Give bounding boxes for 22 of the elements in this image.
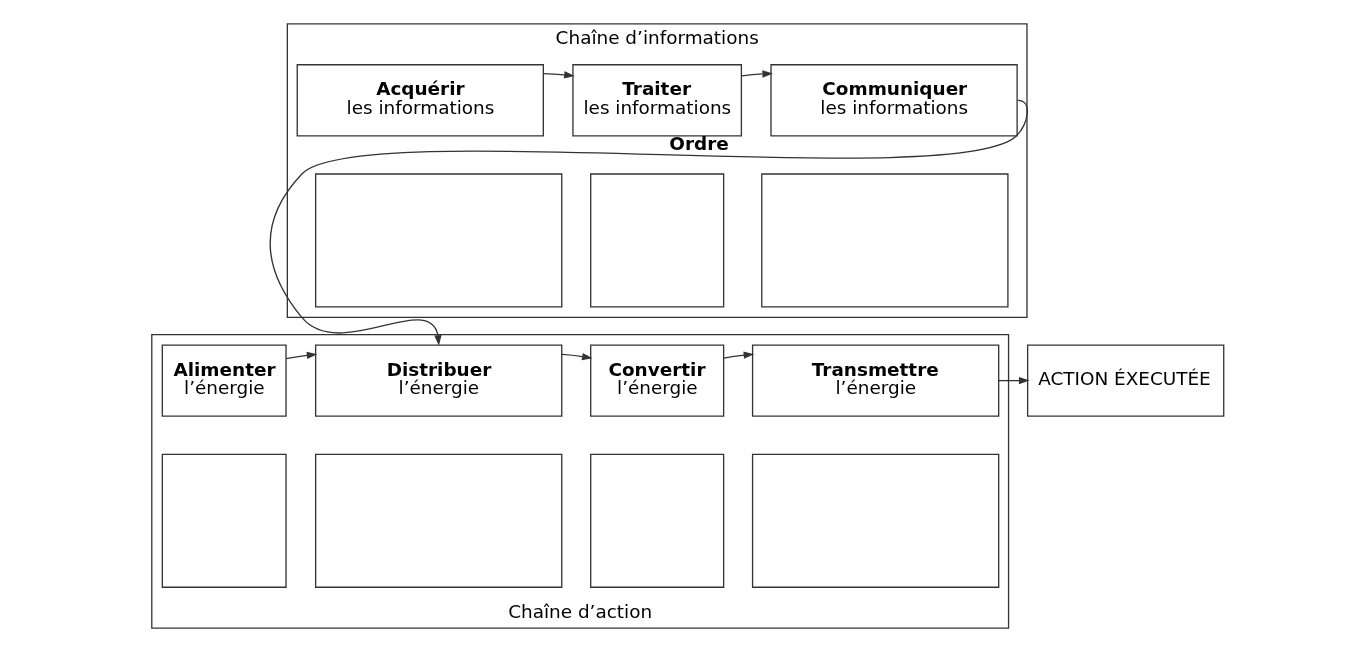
node-box: Traiter les informations [571,64,742,137]
node-box [314,173,562,308]
node-box: ACTION ÉXECUTÉE [1026,344,1224,417]
arrow [285,351,317,360]
node-box [589,453,724,588]
arrow [542,71,575,79]
node-box: Acquérir les informations [296,64,544,137]
node-box: Transmettre l’énergie [751,344,999,417]
arrow [740,70,773,78]
node-box: Distribuer l’énergie [314,344,562,417]
node-box: Convertir l’énergie [589,344,724,417]
node-box: Communiquer les informations [769,64,1018,137]
node-box [161,453,287,588]
arrow [997,376,1029,385]
arrow [560,352,593,361]
node-box [314,453,562,588]
arrow [269,99,1028,346]
node-box [751,453,999,588]
node-box [589,173,724,308]
arrow [722,351,754,359]
node-box [760,173,1009,308]
node-box: Alimenter l’énergie [161,344,287,417]
